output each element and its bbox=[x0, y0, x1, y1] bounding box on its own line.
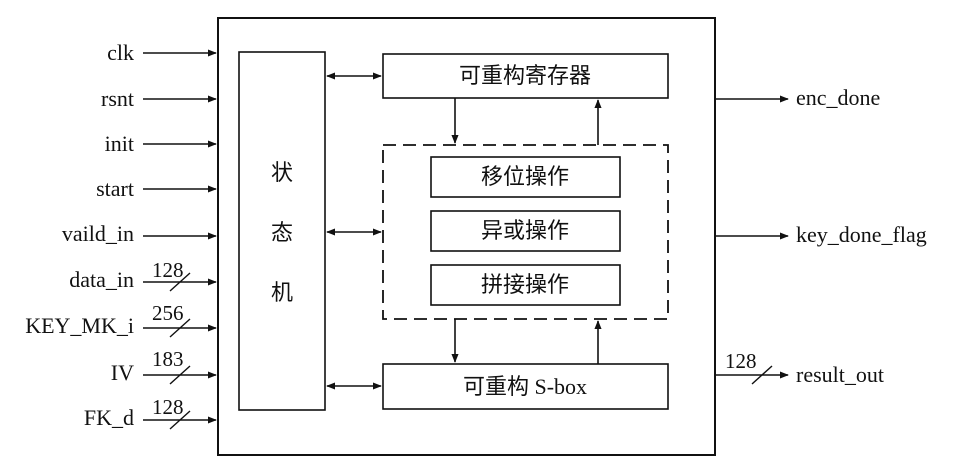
concat-label: 拼接操作 bbox=[481, 272, 569, 297]
bus-slash-iv bbox=[169, 365, 191, 385]
output-label-result-out: result_out bbox=[796, 362, 884, 387]
bus-width-data-in: 128 bbox=[152, 258, 184, 282]
input-label-clk: clk bbox=[107, 40, 134, 65]
internal-connections bbox=[326, 72, 602, 390]
input-label-start: start bbox=[96, 176, 134, 201]
input-label-fk-d: FK_d bbox=[84, 405, 134, 430]
input-label-data-in: data_in bbox=[69, 267, 134, 292]
output-label-key-done-flag: key_done_flag bbox=[796, 222, 927, 247]
register-label: 可重构寄存器 bbox=[459, 63, 591, 88]
bus-width-fk-d: 128 bbox=[152, 395, 184, 419]
xor-label: 异或操作 bbox=[481, 218, 569, 243]
bus-slash-result-out bbox=[751, 365, 773, 385]
bus-slash-data-in bbox=[169, 272, 191, 292]
operations-group bbox=[382, 144, 669, 320]
output-label-enc-done: enc_done bbox=[796, 85, 880, 110]
input-data-in: data_in 128 bbox=[69, 258, 217, 292]
input-label-init: init bbox=[105, 131, 134, 156]
fsm-box bbox=[238, 51, 326, 411]
input-iv: IV 183 bbox=[111, 347, 217, 385]
input-fk-d: FK_d 128 bbox=[84, 395, 217, 430]
fsm-char-1: 状 bbox=[271, 160, 293, 185]
input-init: init bbox=[105, 131, 217, 156]
output-enc-done: enc_done bbox=[716, 85, 880, 110]
shift-box bbox=[430, 156, 621, 198]
concat-box bbox=[430, 264, 621, 306]
output-result-out: result_out 128 bbox=[716, 349, 884, 387]
fsm-char-3: 机 bbox=[271, 280, 293, 305]
concat-block: 拼接操作 bbox=[430, 264, 621, 306]
fsm-char-2: 态 bbox=[271, 220, 293, 245]
input-label-vaild-in: vaild_in bbox=[62, 221, 134, 246]
xor-block: 异或操作 bbox=[430, 210, 621, 252]
sbox-label: 可重构 S-box bbox=[463, 374, 587, 399]
xor-box bbox=[430, 210, 621, 252]
output-signals: enc_done key_done_flag result_out 128 bbox=[716, 85, 927, 387]
output-key-done-flag: key_done_flag bbox=[716, 222, 927, 247]
bus-width-result-out: 128 bbox=[725, 349, 757, 373]
input-signals: clk rsnt init start vaild_in data_in 128… bbox=[25, 40, 217, 430]
input-label-rsnt: rsnt bbox=[101, 86, 134, 111]
shift-block: 移位操作 bbox=[430, 156, 621, 198]
input-clk: clk bbox=[107, 40, 217, 65]
fsm-block: 状 态 机 bbox=[238, 51, 326, 411]
input-key-mk-i: KEY_MK_i 256 bbox=[25, 301, 217, 338]
input-vaild-in: vaild_in bbox=[62, 221, 217, 246]
register-block: 可重构寄存器 bbox=[382, 53, 669, 99]
sbox-box bbox=[382, 363, 669, 410]
sbox-block: 可重构 S-box bbox=[382, 363, 669, 410]
bus-width-iv: 183 bbox=[152, 347, 184, 371]
shift-label: 移位操作 bbox=[481, 164, 569, 189]
input-rsnt: rsnt bbox=[101, 86, 217, 111]
register-box bbox=[382, 53, 669, 99]
bus-width-key-mk-i: 256 bbox=[152, 301, 184, 325]
top-module-box bbox=[217, 17, 716, 456]
bus-slash-fk-d bbox=[169, 410, 191, 430]
bus-slash-key-mk-i bbox=[169, 318, 191, 338]
input-start: start bbox=[96, 176, 217, 201]
input-label-iv: IV bbox=[111, 360, 134, 385]
input-label-key-mk-i: KEY_MK_i bbox=[25, 313, 134, 338]
